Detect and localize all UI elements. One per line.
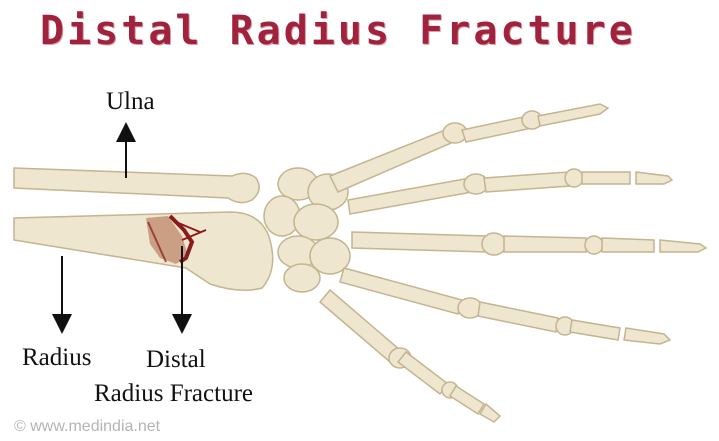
index-finger-bones <box>348 169 672 214</box>
diagram-title: Distal Radius Fracture <box>40 8 636 54</box>
ulna-bone <box>14 168 259 203</box>
radius-bone <box>14 212 273 290</box>
ring-finger-bones <box>340 268 670 344</box>
radius-label: Radius <box>22 344 91 372</box>
fracture-label-line2: Radius Fracture <box>94 380 253 408</box>
middle-finger-bones <box>352 232 706 255</box>
fracture-label-line1: Distal <box>146 346 206 374</box>
ulna-label: Ulna <box>106 88 155 116</box>
watermark: © www.medindia.net <box>14 418 160 436</box>
